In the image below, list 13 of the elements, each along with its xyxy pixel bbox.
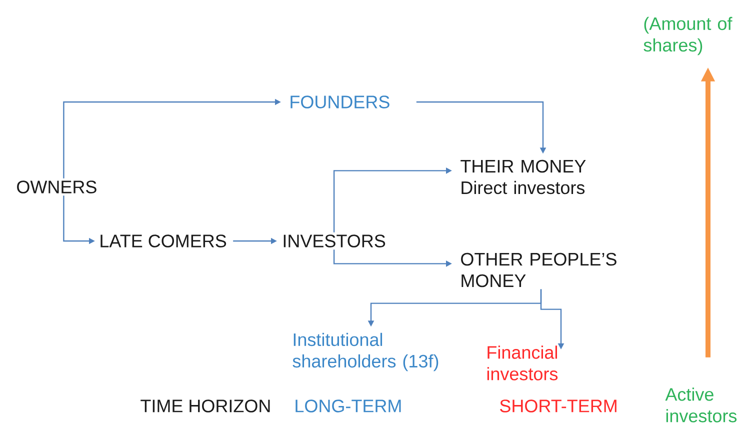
text-label: SHORT-TERM [500, 400, 616, 412]
text-label: Active investors [665, 388, 737, 422]
text-label: THEIR MONEY Direct investors [460, 160, 586, 194]
text-label: Institutional shareholders (13f) [292, 332, 438, 372]
text-label: FOUNDERS [290, 96, 390, 108]
text-label: INVESTORS [284, 234, 386, 248]
text-label: LONG-TERM [296, 400, 401, 412]
text-label: OTHER PEOPLE’S MONEY [461, 252, 616, 288]
text-label: LATE COMERS [100, 234, 226, 248]
text-label: Financial investors [487, 346, 558, 380]
text-label: OWNERS [17, 180, 96, 194]
text-label: TIME HORIZON [140, 400, 270, 412]
text-label: (Amount of shares) [644, 16, 732, 56]
